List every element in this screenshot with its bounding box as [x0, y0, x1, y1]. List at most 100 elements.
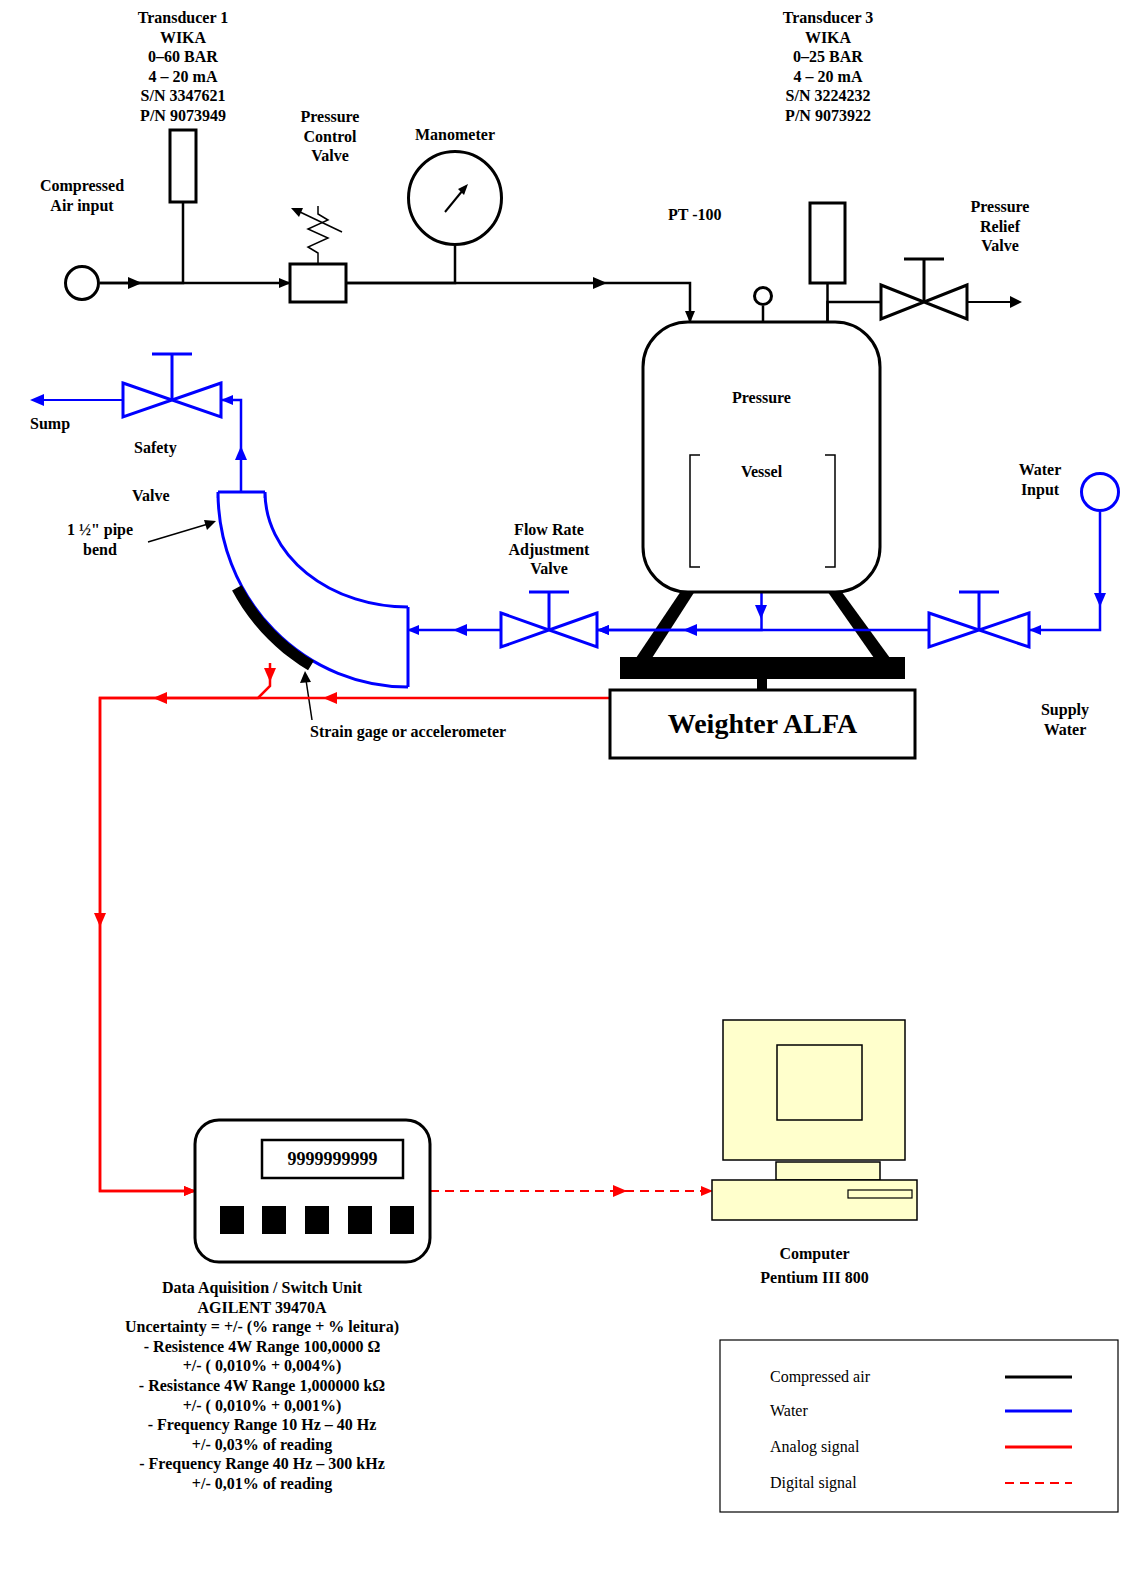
text-group: 1 ½" pipe bend	[55, 520, 145, 559]
component-label: Data Aquisition / Switch Unit	[162, 1278, 362, 1298]
daq-button	[262, 1206, 286, 1234]
component-shape	[64, 265, 100, 301]
component-shape	[218, 492, 408, 687]
manometer-dial	[409, 152, 502, 245]
water-pipe	[408, 629, 500, 632]
component-label: Transducer 3	[783, 8, 874, 28]
text-group: Strain gage or accelerometer	[310, 722, 590, 742]
vessel-leg	[636, 588, 697, 658]
component-node: Transducer 3WIKA0–25 BAR4 – 20 mAS/N 322…	[810, 203, 845, 283]
legend-row: Analog signal	[770, 1436, 859, 1458]
component-label: Pressure Relief Valve	[960, 197, 1040, 256]
valve-handle	[904, 259, 944, 302]
legend-row: Digital signal	[770, 1472, 857, 1494]
component-shape	[170, 130, 196, 202]
component-node: PressureVessel	[643, 322, 880, 592]
component-label: 4 – 20 mA	[794, 67, 863, 87]
component-label: P/N 9073922	[785, 106, 871, 126]
component-label: Weighter ALFA	[668, 690, 858, 758]
component-node: Weighter ALFA	[610, 690, 915, 758]
component-node: Manometer	[407, 150, 503, 246]
needle-head	[458, 184, 468, 195]
text-group: ComputerPentium III 800	[712, 1242, 917, 1290]
component-label: Water Input	[1008, 460, 1072, 499]
component-label: 0–60 BAR	[148, 47, 218, 67]
component-label: Compressed Air input	[27, 176, 137, 215]
pressure-vessel	[643, 322, 880, 592]
component-shape	[407, 150, 503, 246]
text-group: Supply Water	[1030, 700, 1100, 739]
legend-text: Analog signal	[770, 1436, 859, 1458]
label-holder: Sump	[30, 414, 70, 433]
component-label: - Frequency Range 10 Hz – 40 Hz	[148, 1415, 377, 1435]
transducer-body	[290, 264, 346, 302]
scale-box	[610, 690, 915, 758]
transducer-body	[810, 203, 845, 283]
component-label: AGILENT 39470A	[197, 1298, 326, 1318]
component-node: Water Input	[1080, 472, 1120, 512]
legend-sample	[1005, 1410, 1072, 1413]
scale-platform	[620, 657, 905, 679]
component-label: - Resistence 4W Range 100,0000 Ω	[144, 1337, 381, 1357]
component-node: Compressed Air input	[64, 265, 100, 301]
drive-slot	[848, 1190, 912, 1198]
component-label: P/N 9073949	[140, 106, 226, 126]
air-line	[762, 306, 765, 322]
daq-button	[348, 1206, 372, 1234]
valve-handle	[529, 592, 569, 630]
component-label: - Frequency Range 40 Hz – 300 kHz	[139, 1454, 384, 1474]
outlet-label: Sump	[30, 414, 70, 433]
signal-wire	[100, 663, 270, 1191]
text-group: Pressure Control Valve	[290, 107, 370, 166]
daq-button	[220, 1206, 244, 1234]
legend-sample	[1005, 1446, 1072, 1449]
component-label: WIKA	[160, 28, 206, 48]
text-group: Compressed Air input	[27, 176, 137, 215]
legend-text: Compressed air	[770, 1366, 870, 1388]
daq-button	[390, 1206, 414, 1234]
component-shape	[232, 578, 317, 663]
text-group: Vessel	[643, 462, 880, 482]
legend-text: Digital signal	[770, 1472, 857, 1494]
daq-button	[305, 1206, 329, 1234]
component-label: 1 ½" pipe bend	[55, 520, 145, 559]
component-label: Pentium III 800	[760, 1266, 868, 1290]
component-shape	[500, 588, 598, 648]
component-label: Transducer 1	[138, 8, 229, 28]
component-shape	[928, 588, 1030, 648]
inner-bracket	[690, 455, 835, 567]
component-label: 0–25 BAR	[793, 47, 863, 67]
leader-line	[306, 680, 312, 720]
component-label: S/N 3347621	[141, 86, 226, 106]
scale-stem	[757, 679, 767, 690]
component-node: SafetyValve	[122, 350, 222, 418]
component-node: 9999999999Data Aquisition / Switch UnitA…	[195, 1120, 430, 1262]
air-line	[100, 202, 183, 283]
component-label: Uncertainty = +/- (% range + % leitura)	[125, 1317, 399, 1337]
adjust-arrow	[300, 212, 342, 232]
component-node: Transducer 1WIKA0–60 BAR4 – 20 mAS/N 334…	[170, 130, 196, 202]
text-group: 9999999999	[262, 1140, 403, 1178]
text-group: Flow Rate Adjustment Valve	[499, 520, 599, 579]
component-label: Flow Rate Adjustment Valve	[499, 520, 599, 579]
component-label: S/N 3224232	[786, 86, 871, 106]
component-shape	[810, 203, 845, 283]
monitor-stand	[776, 1162, 880, 1180]
component-shape	[712, 1020, 917, 1220]
water-pipe	[598, 592, 762, 630]
legend-row: Compressed air	[770, 1366, 870, 1388]
relief-outlet	[968, 301, 1012, 303]
component-label: +/- 0,03% of reading	[192, 1435, 332, 1455]
leader-line	[148, 524, 208, 542]
manometer-needle	[445, 190, 463, 212]
component-node: Pressure Relief Valve	[880, 255, 968, 320]
component-label: PT -100	[668, 205, 721, 225]
signal-wire	[100, 698, 610, 1191]
component-node: Pressure Control Valve	[290, 264, 346, 302]
adjust-arrowhead	[291, 208, 303, 217]
text-group: Weighter ALFA	[610, 690, 915, 758]
legend-row: Water	[770, 1400, 808, 1422]
monitor	[723, 1020, 905, 1160]
daq-body	[195, 1120, 430, 1262]
air-line	[828, 302, 881, 322]
